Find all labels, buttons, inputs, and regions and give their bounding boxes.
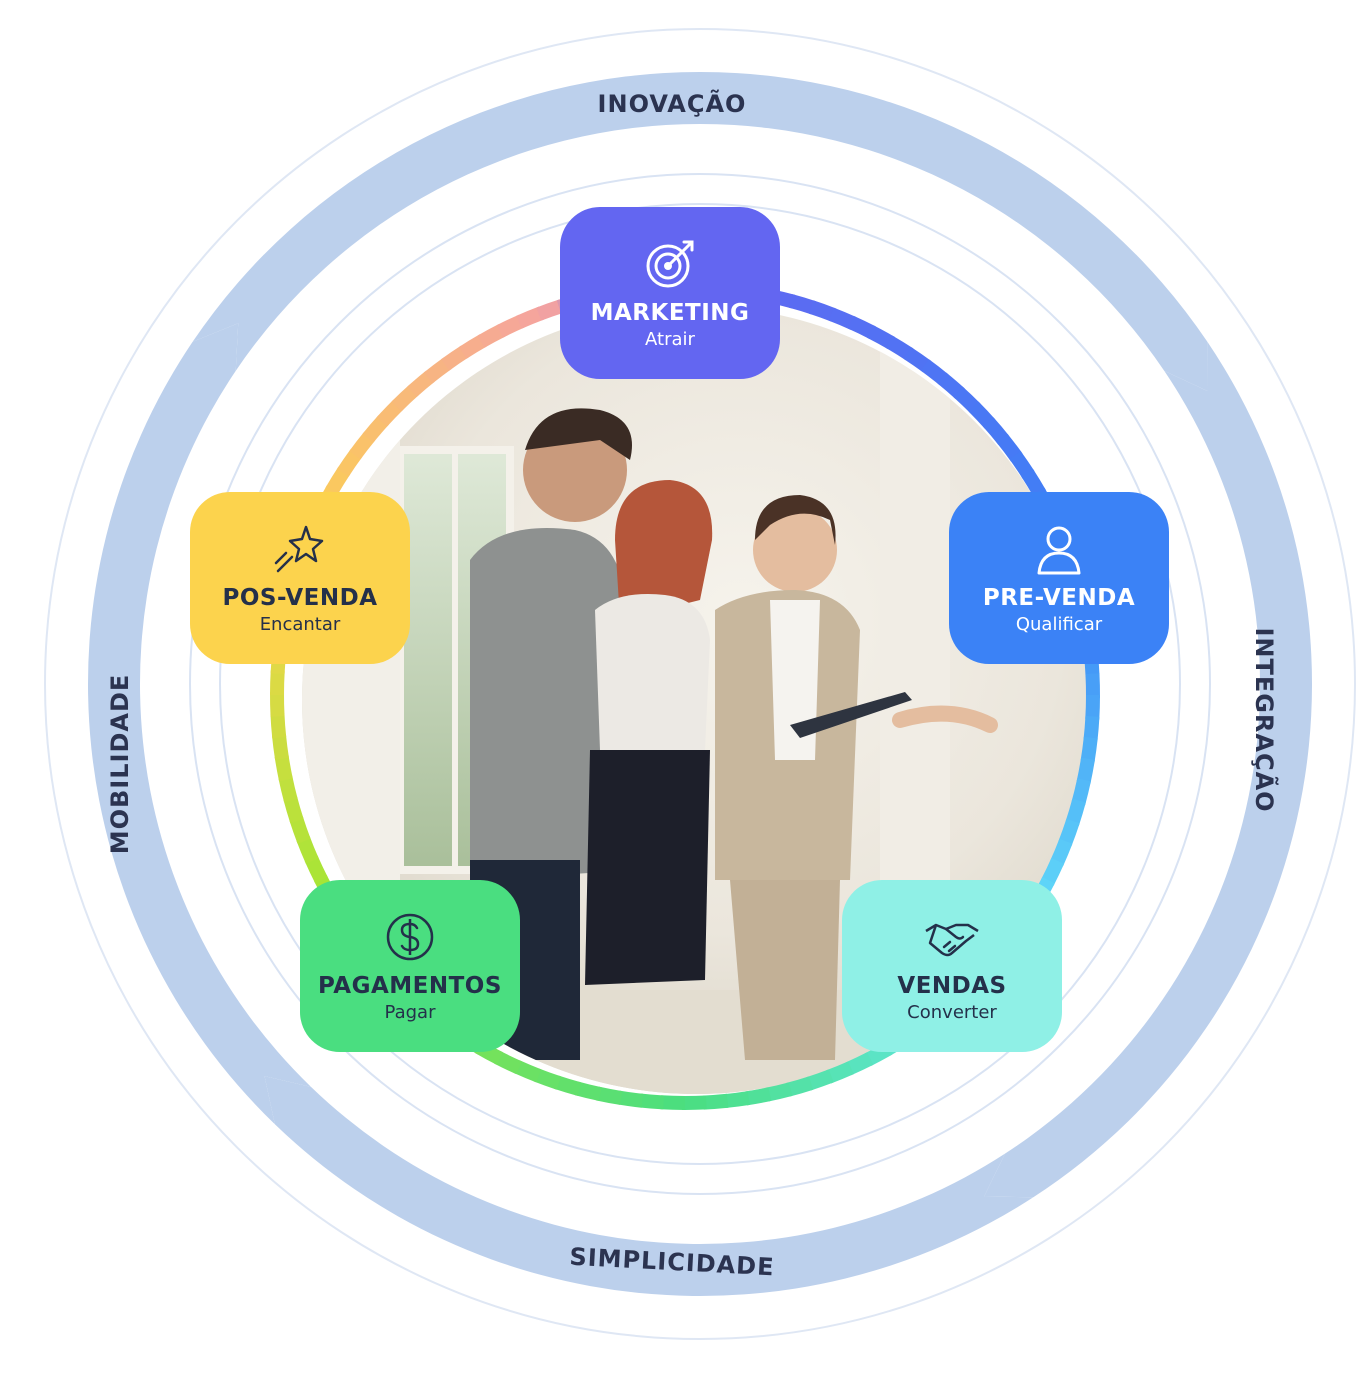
inner-ring-arc bbox=[806, 1069, 834, 1091]
stage-subtitle: Converter bbox=[907, 1001, 997, 1023]
sparkle-icon bbox=[270, 519, 330, 579]
inner-ring-arc bbox=[1041, 858, 1065, 886]
inner-ring-arc bbox=[349, 431, 376, 460]
band-segment bbox=[264, 1076, 1034, 1296]
ring-label-top: INOVAÇÃO bbox=[598, 89, 747, 118]
inner-ring-arc bbox=[274, 754, 293, 782]
inner-ring-arc bbox=[885, 335, 914, 361]
inner-ring-arc bbox=[1085, 694, 1100, 720]
inner-ring-arc bbox=[953, 386, 981, 414]
stage-card-pagamentos[interactable]: PAGAMENTOS Pagar bbox=[300, 880, 520, 1052]
stage-title: VENDAS bbox=[897, 973, 1007, 1000]
inner-ring-arc bbox=[808, 300, 837, 322]
band-segment bbox=[984, 341, 1312, 1198]
inner-ring-arc bbox=[304, 855, 328, 884]
inner-ring-arc bbox=[1083, 715, 1100, 742]
inner-ring-arc bbox=[703, 1093, 729, 1110]
inner-ring-arc bbox=[1050, 838, 1073, 867]
inner-ring-arc bbox=[1071, 778, 1091, 806]
inner-ring-arc bbox=[458, 334, 487, 359]
inner-ring-arc bbox=[554, 1075, 582, 1096]
ring-label-left: MOBILIDADE bbox=[106, 674, 134, 855]
inner-ring-arc bbox=[660, 1095, 686, 1110]
user-icon bbox=[1029, 519, 1089, 579]
band-segment bbox=[87, 323, 311, 1125]
inner-ring-arc bbox=[441, 345, 469, 371]
inner-ring-arc bbox=[786, 1076, 814, 1097]
inner-ring-arc bbox=[270, 670, 285, 696]
inner-ring-arc bbox=[996, 433, 1023, 462]
inner-ring-arc bbox=[278, 775, 298, 803]
inner-ring-arc bbox=[325, 466, 351, 495]
ring-label-right: INTEGRAÇÃO bbox=[1250, 627, 1279, 812]
stage-subtitle: Atrair bbox=[645, 328, 695, 350]
inner-ring-arc bbox=[283, 796, 304, 824]
inner-ring-arc bbox=[513, 1060, 542, 1083]
inner-ring-arc bbox=[271, 734, 289, 760]
inner-ring-arc bbox=[574, 1081, 602, 1101]
inner-ring-arc bbox=[828, 307, 857, 330]
mid-thin-ring bbox=[189, 173, 1211, 1195]
inner-ring-arc bbox=[362, 415, 389, 443]
inner-ring-arc bbox=[744, 1087, 772, 1106]
inner-ring-arc bbox=[848, 315, 876, 339]
stage-subtitle: Qualificar bbox=[1015, 613, 1103, 635]
inner-ring-arc bbox=[407, 370, 435, 398]
inner-ring-arc bbox=[682, 1095, 707, 1110]
inner-ring-arc bbox=[724, 1091, 750, 1109]
stage-title: PAGAMENTOS bbox=[318, 973, 502, 1000]
inner-ring-arc bbox=[1076, 757, 1095, 785]
inner-ring-arc bbox=[289, 816, 311, 844]
outer-band bbox=[87, 72, 1312, 1296]
inner-ring-arc bbox=[765, 1082, 793, 1102]
stage-card-pos-venda[interactable]: POS-VENDA Encantar bbox=[190, 492, 410, 664]
inner-ring-arc bbox=[920, 359, 949, 386]
dollar-icon bbox=[380, 907, 440, 967]
inner-ring-arc bbox=[1065, 798, 1086, 826]
inner-ring-arc bbox=[536, 299, 564, 321]
inner-ring-arc bbox=[494, 1051, 522, 1075]
inner-ring-arc bbox=[903, 346, 932, 373]
outer-thin-ring bbox=[44, 28, 1356, 1340]
handshake-icon bbox=[922, 907, 982, 967]
stage-title: MARKETING bbox=[590, 300, 750, 327]
stage-card-pre-venda[interactable]: PRE-VENDA Qualificar bbox=[949, 492, 1169, 664]
inner-ring-arc bbox=[617, 1090, 644, 1108]
stage-card-vendas[interactable]: VENDAS Converter bbox=[842, 880, 1062, 1052]
inner-ring-arc bbox=[937, 372, 965, 399]
inner-ring-arc bbox=[1085, 673, 1100, 698]
stage-subtitle: Encantar bbox=[259, 613, 341, 635]
inner-ring-arc bbox=[391, 384, 419, 412]
inner-ring-arc bbox=[336, 448, 363, 477]
inner-ring-arc bbox=[826, 1061, 854, 1084]
stage-card-marketing[interactable]: MARKETING Atrair bbox=[560, 207, 780, 379]
inner-ring-arc bbox=[533, 1068, 562, 1090]
inner-ring-arc bbox=[982, 417, 1010, 445]
target-icon bbox=[640, 234, 700, 294]
inner-thin-ring bbox=[219, 203, 1181, 1165]
inner-ring-arc bbox=[1080, 736, 1098, 763]
inner-ring-arc bbox=[270, 692, 285, 717]
stage-subtitle: Pagar bbox=[384, 1001, 436, 1023]
inner-ring-arc bbox=[845, 1052, 874, 1076]
inner-ring-arc bbox=[477, 323, 506, 348]
band-segment bbox=[192, 72, 1208, 391]
inner-ring-arc bbox=[595, 1086, 623, 1105]
stage-title: POS-VENDA bbox=[222, 585, 378, 612]
inner-ring-arc bbox=[867, 325, 896, 350]
inner-ring-arc bbox=[638, 1093, 665, 1110]
inner-ring-arc bbox=[270, 713, 287, 739]
inner-ring-arc bbox=[296, 836, 319, 864]
inner-ring-arc bbox=[788, 294, 816, 315]
stage-title: PRE-VENDA bbox=[982, 585, 1136, 612]
inner-ring-arc bbox=[516, 306, 544, 329]
inner-ring-arc bbox=[423, 357, 452, 384]
inner-ring-arc bbox=[376, 399, 404, 427]
inner-ring-arc bbox=[496, 314, 525, 338]
inner-ring-arc bbox=[968, 401, 996, 429]
inner-ring-arc bbox=[1058, 818, 1080, 847]
